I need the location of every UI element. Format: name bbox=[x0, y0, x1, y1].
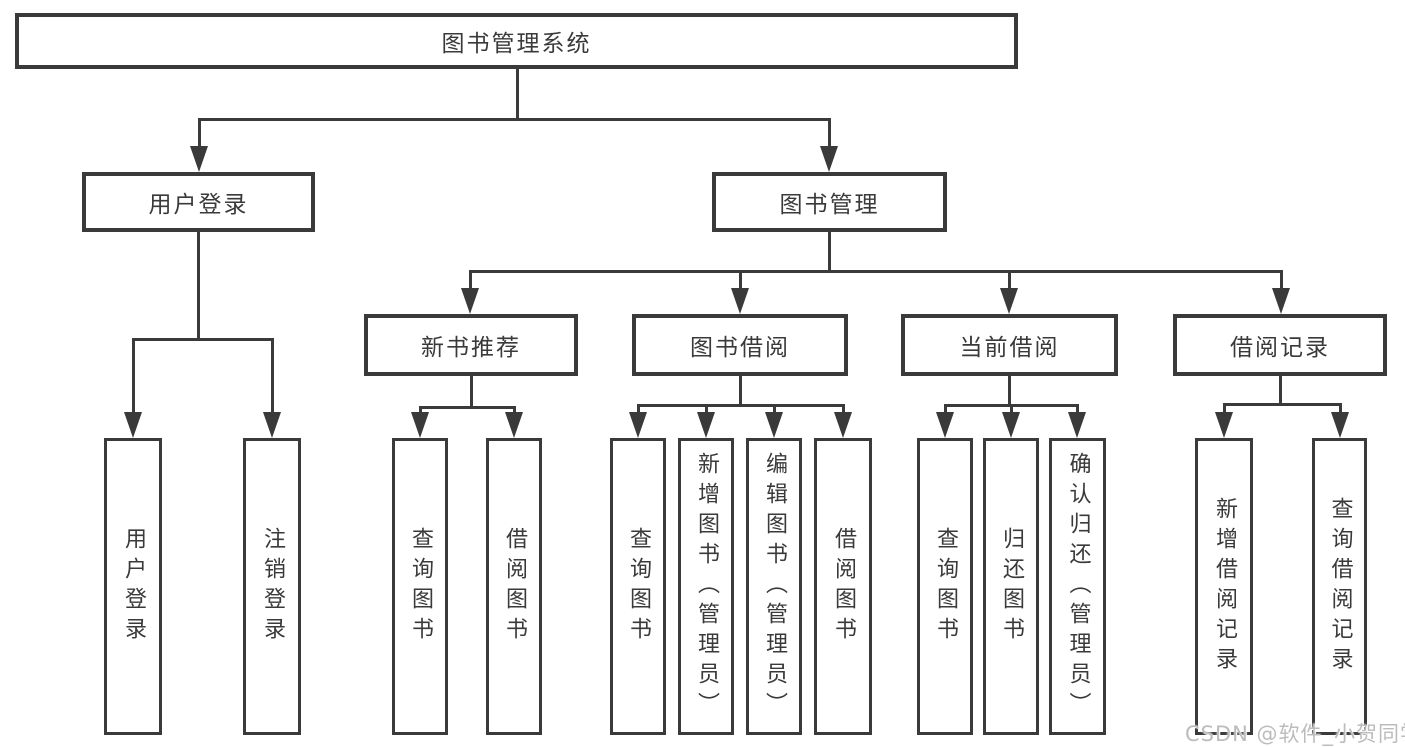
leaf-return-books: 归还图书 bbox=[983, 438, 1039, 735]
connector-userlogin-trunk bbox=[196, 232, 200, 340]
connector-drop bbox=[418, 406, 422, 416]
connector-drop bbox=[943, 404, 947, 416]
connector-recommend-bar bbox=[418, 406, 516, 409]
leaf-query-books-recommend: 查询图书 bbox=[392, 438, 448, 735]
arrow-down-icon bbox=[411, 412, 429, 438]
connector-drop bbox=[197, 118, 201, 148]
leaf-add-books-admin: 新增图书（管理员） bbox=[678, 438, 734, 735]
arrow-down-icon bbox=[820, 146, 838, 172]
connector-drop bbox=[1338, 403, 1342, 416]
leaf-borrow-books: 借阅图书 bbox=[814, 438, 872, 735]
arrow-down-icon bbox=[1215, 412, 1233, 438]
connector-userlogin-bar bbox=[131, 338, 274, 341]
connector-drop bbox=[772, 404, 776, 416]
node-book-management-branch: 图书管理 bbox=[712, 172, 947, 232]
arrow-down-icon bbox=[263, 412, 281, 438]
leaf-label: 查询借阅记录 bbox=[1327, 496, 1353, 677]
node-label: 图书管理系统 bbox=[441, 31, 592, 57]
connector-drop bbox=[131, 338, 135, 416]
arrow-down-icon bbox=[461, 288, 479, 314]
leaf-label: 查询图书 bbox=[933, 526, 958, 647]
arrow-down-icon bbox=[1331, 412, 1349, 438]
node-new-book-recommend: 新书推荐 bbox=[364, 314, 578, 376]
leaf-edit-books-admin: 编辑图书（管理员） bbox=[746, 438, 802, 735]
connector-drop bbox=[841, 404, 845, 416]
csdn-watermark: CSDN @软件_小贺同学 bbox=[1185, 722, 1405, 746]
leaf-label: 编辑图书（管理员） bbox=[762, 451, 787, 722]
connector-drop bbox=[636, 404, 640, 416]
leaf-label: 确认归还（管理员） bbox=[1065, 451, 1091, 722]
arrow-down-icon bbox=[505, 412, 523, 438]
arrow-down-icon bbox=[1000, 288, 1018, 314]
connector-borrow-trunk bbox=[738, 376, 742, 407]
arrow-down-icon bbox=[190, 146, 208, 172]
leaf-query-borrow-record: 查询借阅记录 bbox=[1312, 438, 1367, 735]
connector-bookmgmt-bar bbox=[468, 270, 1283, 273]
leaf-query-books-borrow: 查询图书 bbox=[610, 438, 666, 735]
connector-borrow-bar bbox=[636, 404, 845, 407]
leaf-label: 借阅图书 bbox=[502, 526, 527, 647]
leaf-logout: 注销登录 bbox=[243, 438, 301, 735]
connector-drop bbox=[1222, 403, 1226, 416]
connector-drop bbox=[827, 118, 831, 148]
connector-drop bbox=[704, 404, 708, 416]
connector-root-bar bbox=[197, 118, 831, 121]
leaf-label: 归还图书 bbox=[999, 526, 1024, 647]
node-library-management-system: 图书管理系统 bbox=[15, 13, 1018, 69]
connector-drop bbox=[1075, 404, 1079, 416]
connector-recommend-trunk bbox=[469, 376, 473, 409]
connector-drop bbox=[270, 338, 274, 416]
leaf-label: 借阅图书 bbox=[831, 526, 856, 647]
arrow-down-icon bbox=[834, 412, 852, 438]
leaf-borrow-books-recommend: 借阅图书 bbox=[486, 438, 542, 735]
arrow-down-icon bbox=[1068, 412, 1086, 438]
arrow-down-icon bbox=[731, 288, 749, 314]
connector-records-trunk bbox=[1278, 376, 1282, 406]
arrow-down-icon bbox=[697, 412, 715, 438]
connector-drop bbox=[1279, 270, 1283, 290]
connector-drop bbox=[738, 270, 742, 290]
leaf-label: 新增借阅记录 bbox=[1212, 496, 1237, 677]
leaf-label: 新增图书（管理员） bbox=[694, 451, 719, 722]
node-borrow-records: 借阅记录 bbox=[1173, 314, 1387, 376]
connector-drop bbox=[512, 406, 516, 416]
node-label: 当前借阅 bbox=[959, 335, 1060, 361]
leaf-label: 注销登录 bbox=[260, 526, 285, 647]
node-label: 图书管理 bbox=[779, 192, 880, 218]
arrow-down-icon bbox=[629, 412, 647, 438]
leaf-user-login: 用户登录 bbox=[104, 438, 162, 735]
arrow-down-icon bbox=[124, 412, 142, 438]
node-label: 用户登录 bbox=[148, 192, 249, 218]
connector-drop bbox=[468, 270, 472, 290]
arrow-down-icon bbox=[765, 412, 783, 438]
leaf-add-borrow-record: 新增借阅记录 bbox=[1195, 438, 1253, 735]
connector-drop bbox=[1009, 404, 1013, 416]
connector-drop bbox=[1007, 270, 1011, 290]
connector-bookmgmt-trunk bbox=[827, 232, 831, 273]
node-book-borrow: 图书借阅 bbox=[632, 314, 848, 376]
leaf-query-books-current: 查询图书 bbox=[917, 438, 973, 735]
arrow-down-icon bbox=[1272, 288, 1290, 314]
node-label: 图书借阅 bbox=[690, 335, 790, 361]
connector-current-trunk bbox=[1007, 376, 1011, 407]
leaf-label: 用户登录 bbox=[121, 526, 146, 647]
node-label: 借阅记录 bbox=[1230, 335, 1330, 361]
arrow-down-icon bbox=[936, 412, 954, 438]
node-label: 新书推荐 bbox=[421, 335, 521, 361]
node-current-borrow: 当前借阅 bbox=[901, 314, 1118, 376]
leaf-label: 查询图书 bbox=[626, 526, 651, 647]
node-user-login-branch: 用户登录 bbox=[82, 172, 315, 232]
connector-records-bar bbox=[1222, 403, 1342, 406]
arrow-down-icon bbox=[1002, 412, 1020, 438]
connector-root-trunk bbox=[515, 69, 519, 120]
leaf-label: 查询图书 bbox=[408, 526, 433, 647]
leaf-confirm-return-admin: 确认归还（管理员） bbox=[1049, 438, 1106, 735]
